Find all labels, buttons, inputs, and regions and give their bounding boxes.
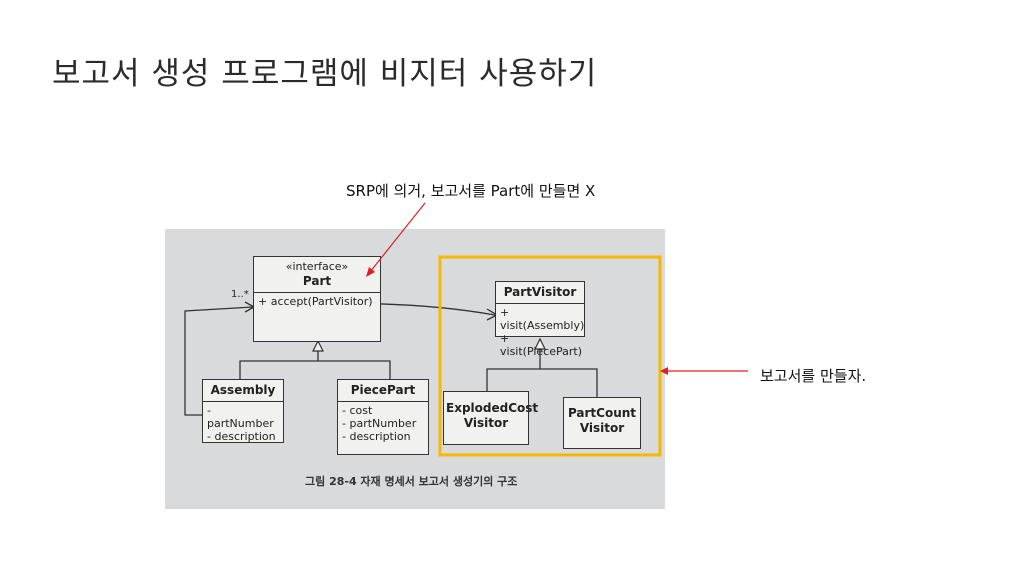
inherit-triangle-visitor <box>534 337 546 350</box>
diagram-lines <box>184 255 662 457</box>
piecepart-field: - cost <box>342 404 373 417</box>
partcount-name: PartCount Visitor <box>567 406 637 435</box>
piecepart-name: PiecePart <box>350 383 416 397</box>
aggregation-line <box>184 306 254 416</box>
assembly-field: - description <box>207 430 276 443</box>
diagram-photo: 1..* «interface» Part + accept(PartVisit… <box>165 229 665 509</box>
partvisitor-box: PartVisitor + visit(Assembly) + visit(Pi… <box>495 281 585 358</box>
partvisitor-method: + visit(PiecePart) <box>500 332 582 358</box>
partvisitor-method: + visit(Assembly) <box>500 306 585 332</box>
explodedcost-name: ExplodedCost Visitor <box>446 401 539 430</box>
piecepart-field: - description <box>342 430 411 443</box>
part-stereotype: «interface» <box>285 260 349 273</box>
slide-title: 보고서 생성 프로그램에 비지터 사용하기 <box>52 56 598 92</box>
figure-caption: 그림 28-4 자재 명세서 보고서 생성기의 구조 <box>305 475 518 488</box>
multiplicity-label: 1..* <box>231 289 249 300</box>
highlight-box <box>438 255 662 457</box>
partvisitor-name: PartVisitor <box>503 285 577 299</box>
part-method: + accept(PartVisitor) <box>258 295 373 308</box>
inherit-line-part <box>239 351 391 379</box>
assembly-field: - partNumber <box>207 404 274 430</box>
inherit-triangle-part <box>312 339 324 352</box>
assembly-box: Assembly - partNumber - description <box>202 379 284 443</box>
piecepart-field: - partNumber <box>342 417 417 430</box>
part-interface-box: «interface» Part + accept(PartVisitor) <box>253 256 381 342</box>
piecepart-box: PiecePart - cost - partNumber - descript… <box>337 379 429 455</box>
explodedcost-box: ExplodedCost Visitor <box>443 391 538 445</box>
part-name: Part <box>302 274 332 288</box>
assembly-name: Assembly <box>210 383 276 397</box>
annotation-top: SRP에 의거, 보고서를 Part에 만들면 X <box>346 182 596 200</box>
partcount-box: PartCount Visitor <box>563 397 641 449</box>
annotation-right: 보고서를 만들자. <box>760 367 867 385</box>
inherit-line-visitor <box>486 349 598 397</box>
